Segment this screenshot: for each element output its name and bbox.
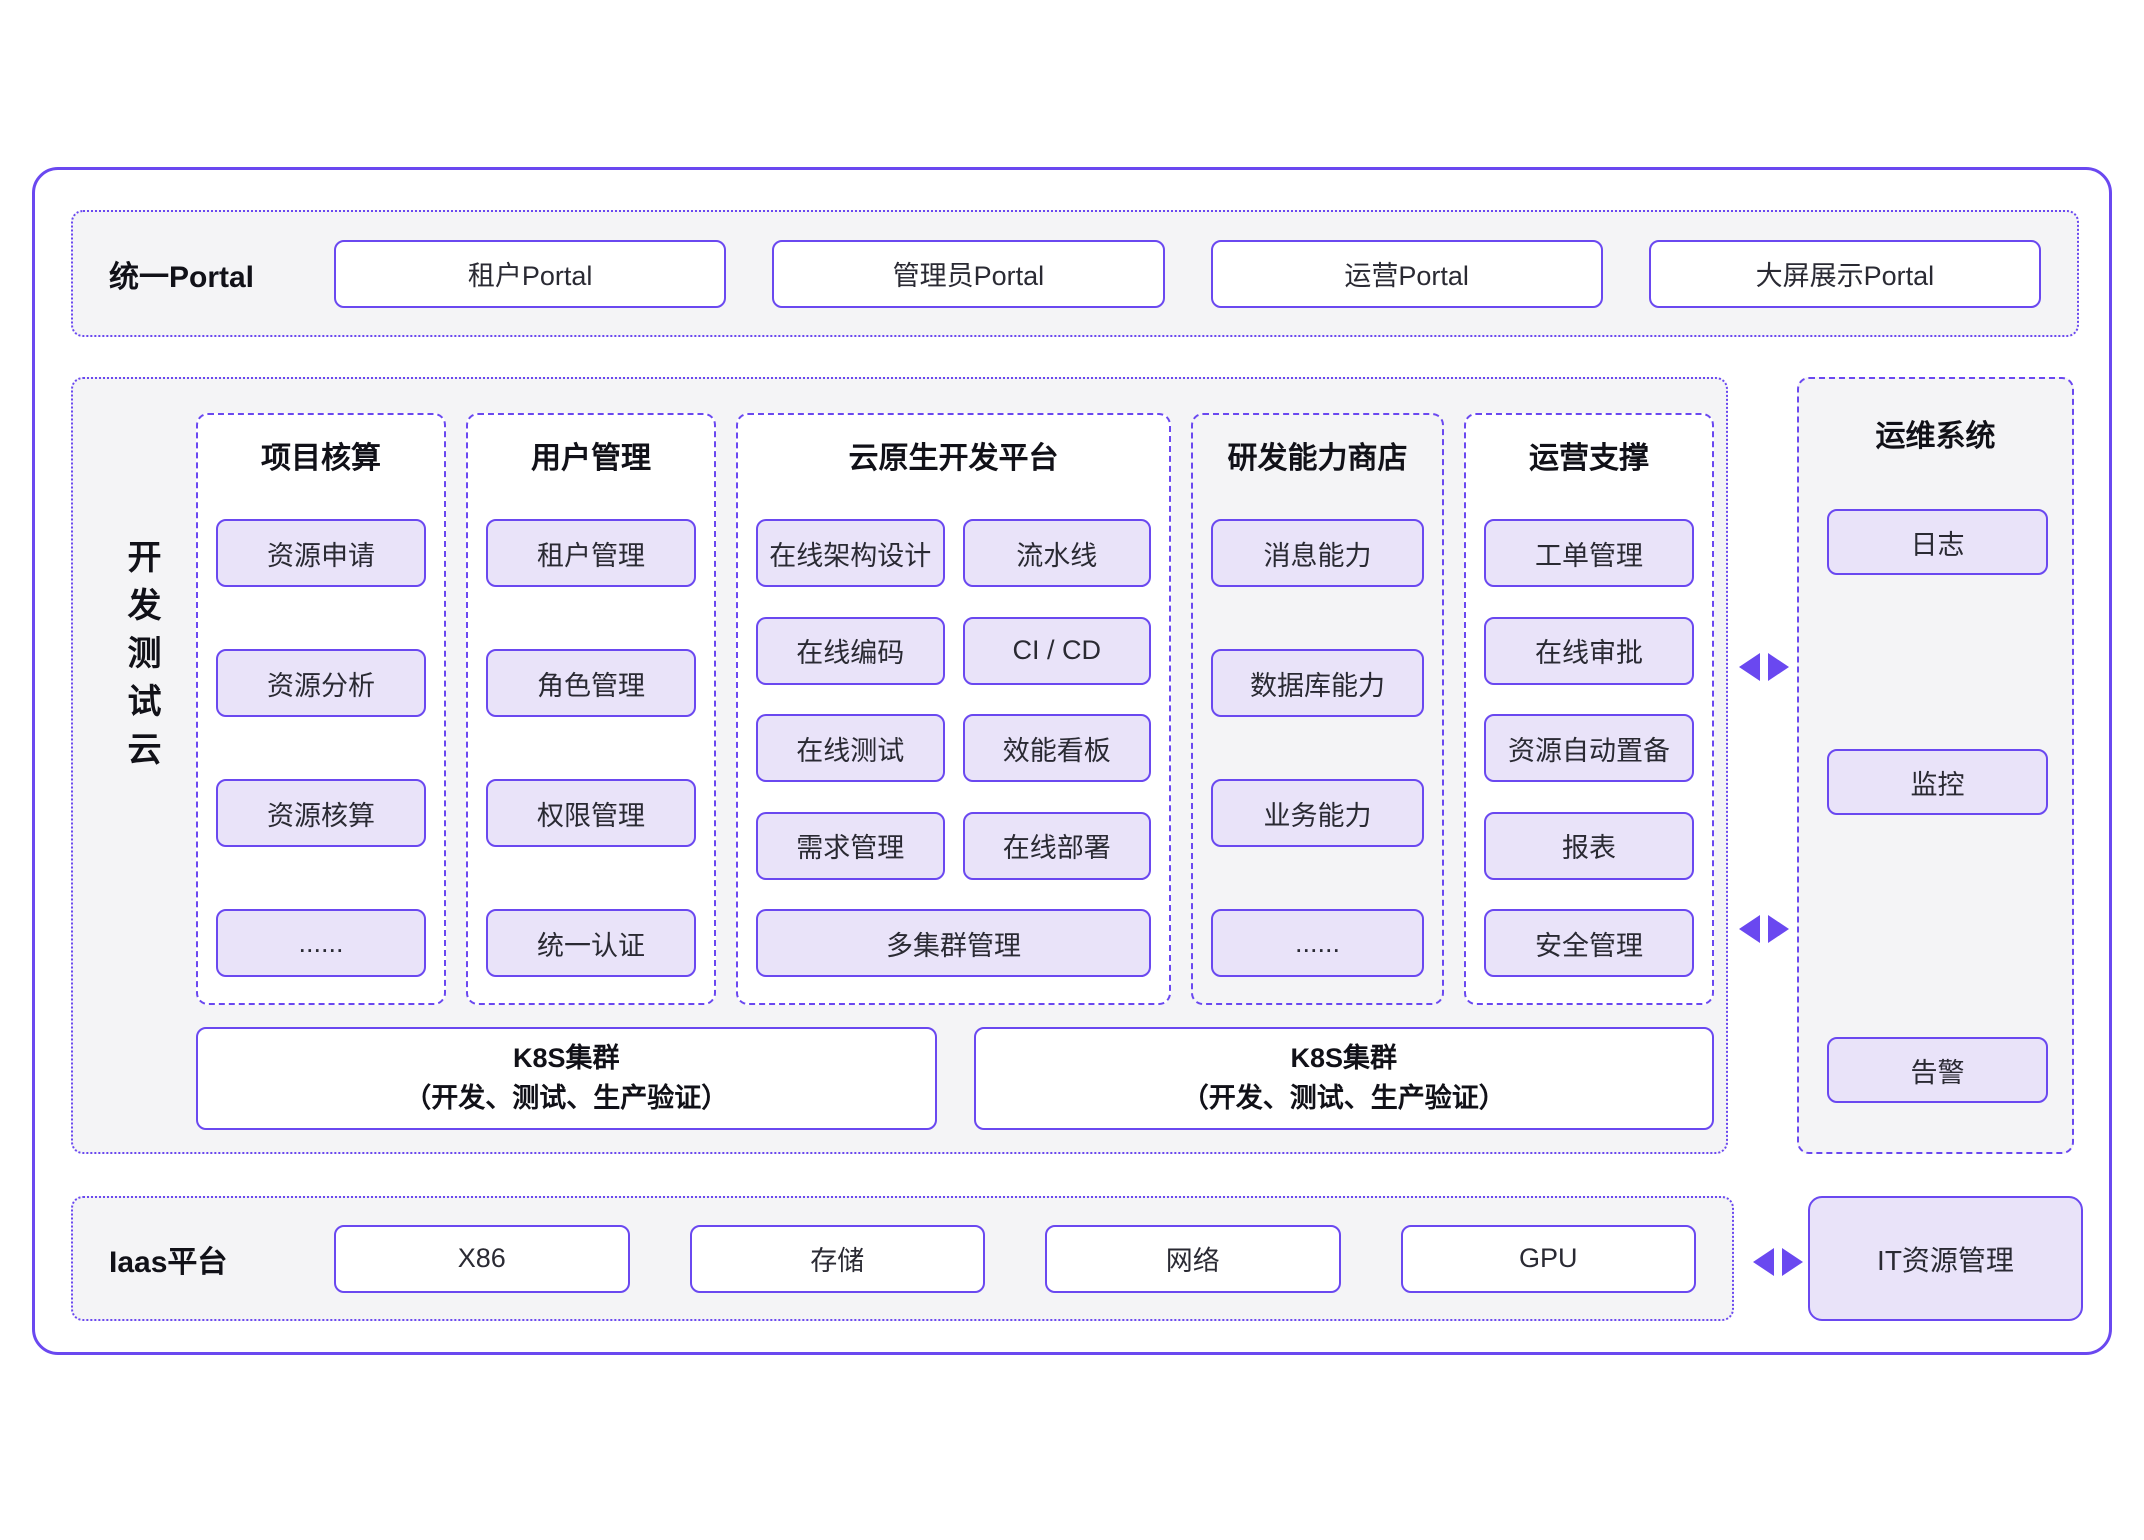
left-arrow-icon (1739, 915, 1760, 943)
left-arrow-icon (1753, 1248, 1774, 1276)
k8s-cluster-box: K8S集群 （开发、测试、生产验证） (973, 1027, 1714, 1130)
right-arrow-icon (1768, 915, 1789, 943)
module-box: ...... (216, 909, 426, 977)
column-title: 项目核算 (261, 442, 381, 475)
bidirectional-arrow (1739, 653, 1789, 681)
module-box: 统一认证 (486, 909, 696, 977)
iaas-section-label: Iaas平台 (109, 1245, 228, 1279)
tenant-portal-box: 租户Portal (334, 239, 727, 308)
iaas-section: Iaas平台 X86 存储 网络 GPU (71, 1196, 1734, 1321)
module-columns: 项目核算 资源申请 资源分析 资源核算 ...... 用户管理 租户管理 角色管… (196, 413, 1714, 1005)
module-box: 权限管理 (486, 779, 696, 847)
module-box: 资源分析 (216, 649, 426, 717)
module-box: 租户管理 (486, 519, 696, 587)
log-box: 日志 (1827, 509, 2048, 575)
column-user-management: 用户管理 租户管理 角色管理 权限管理 统一认证 (466, 413, 716, 1005)
ops-system-title: 运维系统 (1875, 420, 1996, 453)
bigscreen-portal-box: 大屏展示Portal (1648, 239, 2041, 308)
module-box: 在线测试 (756, 714, 945, 782)
k8s-cluster-row: K8S集群 （开发、测试、生产验证） K8S集群 （开发、测试、生产验证） (196, 1027, 1714, 1130)
module-box: 业务能力 (1211, 779, 1424, 847)
k8s-cluster-name: K8S集群 (512, 1043, 620, 1074)
left-arrow-icon (1739, 653, 1760, 681)
monitor-box: 监控 (1827, 749, 2048, 815)
right-arrow-icon (1768, 653, 1789, 681)
right-arrow-icon (1782, 1248, 1803, 1276)
gpu-box: GPU (1400, 1224, 1696, 1293)
portal-section-label: 统一Portal (109, 260, 255, 294)
module-box: CI / CD (962, 616, 1151, 685)
module-box: 资源申请 (216, 519, 426, 587)
module-box: 消息能力 (1211, 519, 1424, 587)
module-box: 资源自动置备 (1484, 714, 1694, 782)
k8s-cluster-detail: （开发、测试、生产验证） (404, 1082, 729, 1113)
dev-test-cloud-section: 开发测试云 项目核算 资源申请 资源分析 资源核算 ...... 用户管理 (71, 377, 1728, 1154)
module-box: 角色管理 (486, 649, 696, 717)
module-box: 多集群管理 (756, 909, 1151, 977)
column-project-accounting: 项目核算 资源申请 资源分析 资源核算 ...... (196, 413, 446, 1005)
module-box: 在线编码 (756, 616, 945, 685)
module-box: 安全管理 (1484, 909, 1694, 977)
module-box: 资源核算 (216, 779, 426, 847)
column-title: 研发能力商店 (1227, 442, 1408, 475)
module-box: ...... (1211, 909, 1424, 977)
dev-test-cloud-vertical-label: 开发测试云 (122, 539, 160, 779)
bidirectional-arrow (1739, 915, 1789, 943)
storage-box: 存储 (689, 1224, 985, 1293)
k8s-cluster-box: K8S集群 （开发、测试、生产验证） (196, 1027, 937, 1130)
k8s-cluster-detail: （开发、测试、生产验证） (1181, 1082, 1506, 1113)
module-box: 在线架构设计 (756, 519, 945, 587)
portal-box-row: 租户Portal 管理员Portal 运营Portal 大屏展示Portal (334, 239, 2041, 308)
dev-test-cloud-content: 项目核算 资源申请 资源分析 资源核算 ...... 用户管理 租户管理 角色管… (196, 413, 1714, 1130)
module-box: 流水线 (962, 519, 1151, 587)
bidirectional-arrow (1753, 1248, 1803, 1276)
platform-outer-container: 统一Portal 租户Portal 管理员Portal 运营Portal 大屏展… (32, 167, 2112, 1355)
module-box: 在线部署 (962, 811, 1151, 880)
module-box: 报表 (1484, 811, 1694, 880)
module-box: 在线审批 (1484, 616, 1694, 685)
module-box: 需求管理 (756, 811, 945, 880)
iaas-box-row: X86 存储 网络 GPU (334, 1224, 1696, 1293)
k8s-cluster-name: K8S集群 (1290, 1043, 1398, 1074)
module-box: 工单管理 (1484, 519, 1694, 587)
column-title: 用户管理 (531, 442, 651, 475)
column-cloud-native-platform: 云原生开发平台 在线架构设计 流水线 在线编码 CI / CD (736, 413, 1171, 1005)
alert-box: 告警 (1827, 1037, 2048, 1103)
it-resource-management-box: IT资源管理 (1808, 1196, 2083, 1321)
portal-section: 统一Portal 租户Portal 管理员Portal 运营Portal 大屏展… (71, 210, 2079, 337)
ops-system-panel: 运维系统 日志 监控 告警 (1797, 377, 2074, 1154)
x86-box: X86 (334, 1224, 630, 1293)
column-rd-capability-store: 研发能力商店 消息能力 数据库能力 业务能力 ...... (1191, 413, 1444, 1005)
admin-portal-box: 管理员Portal (772, 239, 1165, 308)
module-box: 数据库能力 (1211, 649, 1424, 717)
module-box: 效能看板 (962, 714, 1151, 782)
operation-portal-box: 运营Portal (1210, 239, 1603, 308)
column-title: 云原生开发平台 (848, 442, 1059, 475)
network-box: 网络 (1045, 1224, 1341, 1293)
column-title: 运营支撑 (1529, 442, 1649, 475)
column-operation-support: 运营支撑 工单管理 在线审批 资源自动置备 报表 安全管理 (1464, 413, 1714, 1005)
